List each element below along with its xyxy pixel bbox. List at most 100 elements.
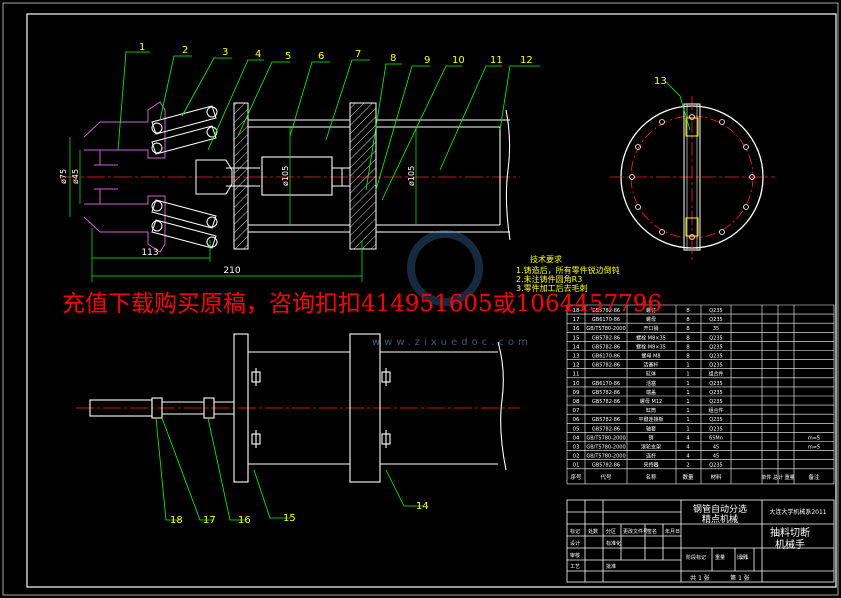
balloon-4: 4 xyxy=(255,49,261,60)
balloons-bottom: 14 15 16 17 18 xyxy=(170,501,429,526)
bom-qty: 1 xyxy=(686,426,690,432)
bom-no: 15 xyxy=(573,335,580,341)
balloon-8: 8 xyxy=(390,53,396,64)
bom-h-material: 材料 xyxy=(710,473,722,481)
bom-note: m=5 xyxy=(808,435,820,441)
balloon-3: 3 xyxy=(222,47,228,58)
balloon-2: 2 xyxy=(182,45,188,56)
leaders-top xyxy=(117,51,540,201)
project-name-1: 钢管自动分选 xyxy=(693,503,747,515)
bom-name: 缸筒 xyxy=(646,407,656,414)
school-name: 大连大学机械系2011 xyxy=(769,508,826,516)
bom-name: 轴套 xyxy=(646,425,656,432)
bom-qty: 8 xyxy=(686,308,690,314)
bom-name: 螺栓 M8×35 xyxy=(636,334,666,341)
bom-material: Q235 xyxy=(709,335,722,341)
inner-frame xyxy=(26,13,837,588)
balloon-15: 15 xyxy=(283,513,296,524)
side-view: 13 xyxy=(610,76,775,260)
bom-code: GB5782-86 xyxy=(592,344,620,350)
watermark-logo xyxy=(407,230,483,306)
bom-material: 组合件 xyxy=(708,371,723,378)
tb-label-date: 年月日 xyxy=(665,528,680,535)
bom-no: 11 xyxy=(573,372,580,378)
dim-d45: ø45 xyxy=(71,169,80,184)
bom-material: Q235 xyxy=(709,417,722,423)
balloon-10: 10 xyxy=(452,55,465,66)
tb-label-weight: 重量 xyxy=(715,554,725,561)
bom-qty: 2 xyxy=(686,463,690,469)
dim-d105a: ø105 xyxy=(281,166,290,186)
tb-label-approve: 批准 xyxy=(606,563,616,570)
balloon-11: 11 xyxy=(490,55,503,66)
balloon-16: 16 xyxy=(238,515,251,526)
balloon-13: 13 xyxy=(654,76,667,87)
bom-name: 螺母 M8 xyxy=(641,353,660,360)
tb-label-stage: 阶段标记 xyxy=(686,554,706,561)
bom-no: 14 xyxy=(573,344,580,350)
tb-label-doc: 更改文件号 xyxy=(623,528,648,535)
tb-label-design: 设计 xyxy=(570,540,580,547)
bom-qty: 8 xyxy=(686,354,690,360)
sheet-total: 共 1 张 xyxy=(690,574,710,582)
bom-material: Q235 xyxy=(709,317,722,323)
bom-material: Q235 xyxy=(709,381,722,387)
bom-no: 01 xyxy=(573,463,580,469)
dim-d105b: ø105 xyxy=(407,166,416,186)
bom-material: Q235 xyxy=(709,463,722,469)
bom-code: GB/T5780-2000 xyxy=(586,454,625,460)
balloon-6: 6 xyxy=(318,51,324,62)
bom-code: GB6170-86 xyxy=(592,317,620,323)
balloon-17: 17 xyxy=(203,515,216,526)
dimensions xyxy=(69,127,417,282)
tech-line-1: 1.铸造后，所有零件锐边倒钝 xyxy=(516,265,620,275)
bom-no: 16 xyxy=(573,326,580,332)
bom-code: GB5782-86 xyxy=(592,363,620,369)
bom-material: 65Mn xyxy=(709,435,723,441)
watermark-url: www.zixuedoc.com xyxy=(372,337,532,348)
bom-no: 04 xyxy=(573,435,580,441)
scale-value: 1:1 xyxy=(739,554,749,561)
tb-label-mark: 标记 xyxy=(570,528,580,535)
bom-code: GB5782-86 xyxy=(592,308,620,314)
bom-no: 02 xyxy=(573,454,580,460)
bom-qty: 1 xyxy=(686,381,690,387)
tb-label-std: 标准化 xyxy=(606,540,621,547)
bom-material: Q235 xyxy=(709,390,722,396)
bom-no: 07 xyxy=(573,408,580,414)
bom-h-no: 序号 xyxy=(570,473,582,481)
bom-h-name: 名称 xyxy=(645,473,657,481)
title-block xyxy=(566,499,835,583)
bom-material: Q235 xyxy=(709,308,722,314)
bom-code: GB/T5780-2000 xyxy=(586,435,625,441)
bom-no: 03 xyxy=(573,445,580,451)
bom-no: 09 xyxy=(573,390,580,396)
drawing-name-2: 机械手 xyxy=(775,538,805,551)
bom-name: 螺栓 M8×35 xyxy=(636,343,666,350)
bom-material: Q235 xyxy=(709,399,722,405)
bom-qty: 1 xyxy=(686,408,690,414)
bom-qty: 8 xyxy=(686,344,690,350)
bom-material: 45 xyxy=(713,445,719,451)
balloon-14: 14 xyxy=(416,501,429,512)
bom-name: 螺母 M12 xyxy=(640,398,662,405)
tb-label-check: 审核 xyxy=(570,552,580,559)
bom-no: 12 xyxy=(573,363,580,369)
dim-113: 113 xyxy=(141,248,158,258)
bom-code: GB/T5780-2000 xyxy=(586,326,625,332)
bom-name: 螺母 xyxy=(646,316,656,323)
plan-view: 14 15 16 17 18 xyxy=(76,333,520,526)
bom-name: 滚轮支架 xyxy=(641,444,661,451)
bom-name: 销 xyxy=(648,434,653,441)
tb-label-proc: 工艺 xyxy=(570,564,580,570)
bom-material: 组合件 xyxy=(708,407,723,414)
front-flange xyxy=(233,102,249,250)
bom-code: GB6170-86 xyxy=(592,381,620,387)
bom-code: GB/T5780-2000 xyxy=(586,445,625,451)
bom-code: GB6170-86 xyxy=(592,354,620,360)
project-name-2: 精点机械 xyxy=(702,513,738,525)
tech-line-3: 3.零件加工后去毛刺 xyxy=(516,283,588,293)
